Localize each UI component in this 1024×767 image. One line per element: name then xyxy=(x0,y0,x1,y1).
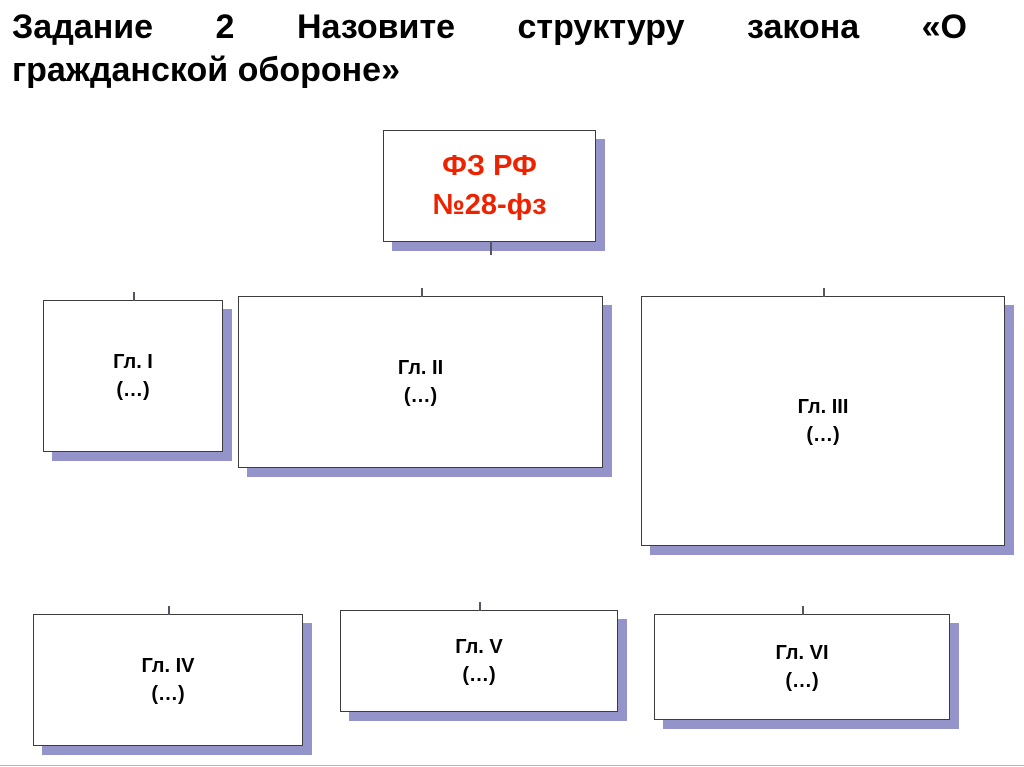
chapter-3-label: Гл. III xyxy=(797,396,849,418)
chapter-2-sub: (…) xyxy=(403,385,438,407)
law-root-line2: №28-фз xyxy=(432,189,547,221)
chapter-2-label: Гл. II xyxy=(397,357,444,379)
chapter-6-sub: (…) xyxy=(785,670,819,692)
slide-title-line2: гражданской обороне» xyxy=(12,50,400,89)
chapter-box-5: Гл. V (…) xyxy=(340,602,618,712)
chapter-4-sub: (…) xyxy=(151,683,185,705)
chapter-5-label: Гл. V xyxy=(455,636,503,658)
chapter-box-1: Гл. I (…) xyxy=(43,292,223,452)
slide-title-line1: Задание 2 Назовите структуру закона «О xyxy=(12,8,967,46)
chapter-1-label: Гл. I xyxy=(113,351,153,373)
chapter-6-label: Гл. VI xyxy=(775,642,829,664)
chapter-4-label: Гл. IV xyxy=(141,655,195,677)
slide-title: Задание 2 Назовите структуру закона «О г… xyxy=(12,6,967,92)
chapter-box-4: Гл. IV (…) xyxy=(33,606,303,746)
chapter-box-2: Гл. II (…) xyxy=(238,288,603,468)
chapter-box-6: Гл. VI (…) xyxy=(654,606,950,720)
law-root-box: ФЗ РФ №28-фз xyxy=(383,130,596,255)
slide-bottom-edge xyxy=(0,765,1024,766)
chapter-1-sub: (…) xyxy=(116,379,150,401)
chapter-5-sub: (…) xyxy=(462,664,496,686)
law-root-line1: ФЗ РФ xyxy=(442,149,537,182)
chapter-box-3: Гл. III (…) xyxy=(641,288,1005,546)
chapter-3-sub: (…) xyxy=(806,424,840,446)
